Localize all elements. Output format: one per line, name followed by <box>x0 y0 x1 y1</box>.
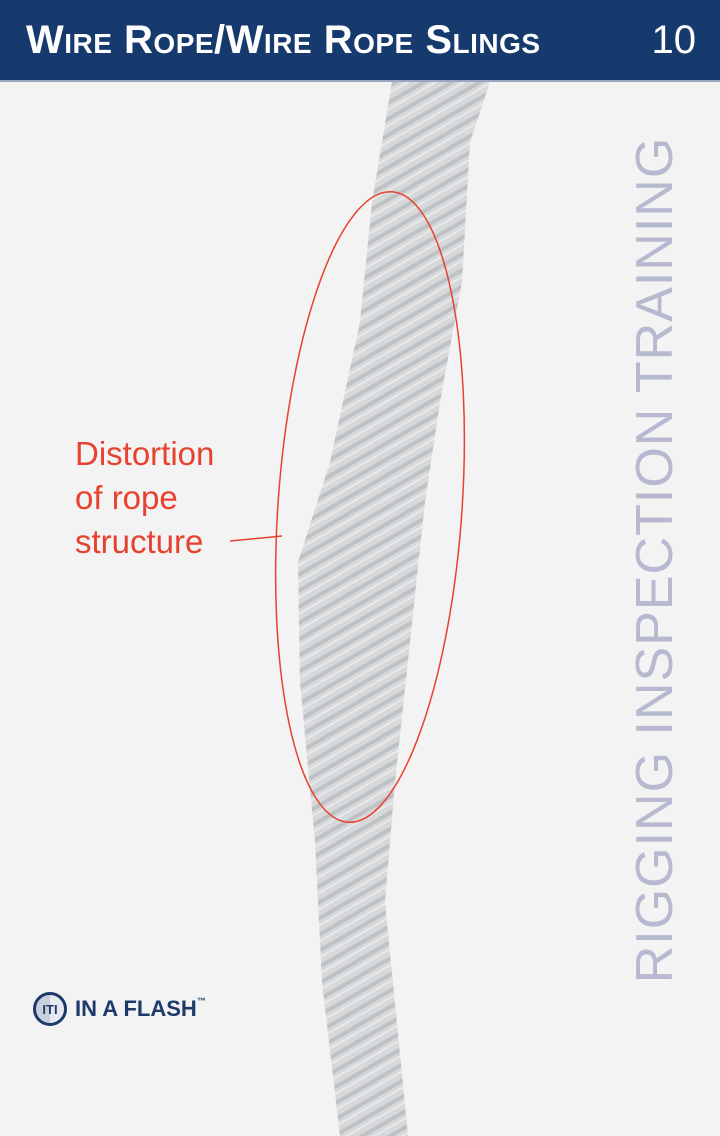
callout-leader-line <box>229 535 283 542</box>
logo-wordmark: IN A FLASH <box>75 996 197 1021</box>
logo-text: IN A FLASH™ <box>75 996 206 1022</box>
iti-logo: ITI IN A FLASH™ <box>33 992 206 1026</box>
header-bar: Wire Rope/Wire Rope Slings 10 <box>0 0 720 82</box>
callout-label: Distortion of rope structure <box>75 432 214 564</box>
callout-line-2: of rope <box>75 479 178 516</box>
side-vertical-title: RIGGING INSPECTION TRAINING <box>626 136 684 984</box>
rope-body <box>298 82 490 1136</box>
highlight-ellipse <box>274 190 466 824</box>
page-number: 10 <box>651 18 697 62</box>
wire-rope-image <box>229 82 490 1136</box>
callout-line-1: Distortion <box>75 435 215 472</box>
trademark: ™ <box>196 996 206 1006</box>
callout-line-3: structure <box>75 523 204 560</box>
page-title: Wire Rope/Wire Rope Slings <box>26 18 541 62</box>
iti-badge-icon: ITI <box>33 992 67 1026</box>
